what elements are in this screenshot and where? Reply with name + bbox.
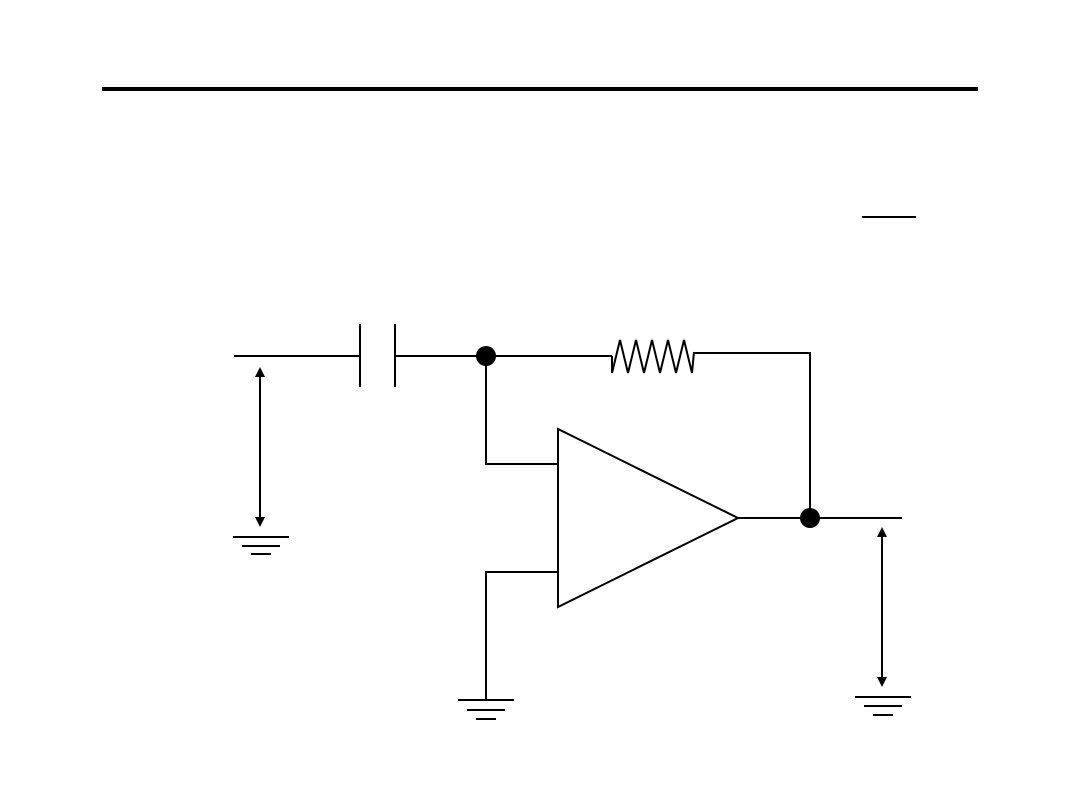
ground-icon <box>233 536 289 555</box>
op-amp-icon <box>557 427 741 609</box>
feedback-wire <box>694 352 811 518</box>
output-junction-node <box>800 508 820 528</box>
ground-icon <box>458 699 514 720</box>
non-inverting-input-wire <box>485 571 558 700</box>
ground-icon <box>855 696 911 716</box>
resistor-icon <box>611 339 695 374</box>
inverting-input-wire <box>485 356 558 465</box>
capacitor-icon <box>359 324 396 387</box>
